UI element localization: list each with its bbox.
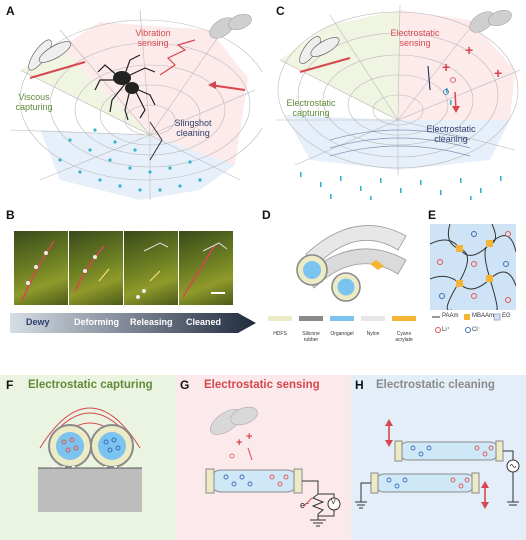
legend-mbaam: MBAAm: [472, 313, 495, 319]
panel-g-title: Electrostatic sensing: [204, 379, 320, 391]
panel-a-vibration-label: Vibration sensing: [135, 28, 171, 48]
fiber-crosssection-illustration: [296, 225, 407, 302]
svg-text:+: +: [442, 59, 450, 75]
hydrogel-network-illustration: [430, 224, 516, 310]
panel-e-letter: E: [428, 208, 437, 222]
photo-cleaned: [179, 231, 233, 305]
panel-c-capturing-label: Electrostatic capturing: [286, 98, 336, 118]
panel-f-letter: F: [6, 378, 14, 392]
legend-swatch-cyano: [392, 316, 416, 321]
panel-a-slingshot-label: Slingshot cleaning: [174, 118, 212, 138]
panel-h-letter: H: [355, 378, 364, 392]
stage-releasing: Releasing: [130, 317, 173, 327]
legend-eg: EG: [502, 313, 511, 319]
panel-c-cleaning-label: Electrostatic cleaning: [426, 124, 476, 144]
photo-releasing: [124, 231, 178, 305]
legend-label-silicone: Silicone rubber: [302, 331, 320, 343]
legend-swatch-silicone: [299, 316, 323, 321]
panel-g-background: [176, 375, 351, 540]
panel-g-letter: G: [180, 378, 190, 392]
panel-c-web-illustration: + + +: [275, 4, 521, 200]
legend-label-hdfs: HDFS: [273, 331, 287, 337]
svg-text:+: +: [236, 437, 242, 449]
panel-h-cleaning-illustration: [355, 419, 520, 509]
legend-cl: Cl⁻: [472, 327, 481, 333]
stage-arrow: [10, 313, 256, 333]
legend-label-organogel: Organogel: [330, 331, 354, 337]
panel-h-title: Electrostatic cleaning: [376, 379, 495, 391]
legend-label-cyano: Cyano acrylate: [395, 331, 413, 343]
panel-g-electron-label: e⁻: [300, 500, 310, 510]
panel-e-legend-markers: [432, 313, 501, 333]
svg-text:+: +: [465, 42, 473, 58]
panel-c-letter: C: [276, 4, 285, 18]
panel-f-title: Electrostatic capturing: [28, 379, 153, 391]
panel-f-capturing-illustration: [38, 407, 142, 512]
legend-swatch-nylon: [361, 316, 385, 321]
panel-a-viscous-label: Viscous capturing: [15, 92, 53, 112]
svg-text:+: +: [246, 431, 252, 443]
photo-dewy: [14, 231, 68, 305]
legend-swatch-hdfs: [268, 316, 292, 321]
stage-dewy: Dewy: [26, 317, 50, 327]
legend-li: Li⁺: [442, 327, 450, 333]
legend-swatch-organogel: [330, 316, 354, 321]
legend-paam: PAAm: [442, 313, 459, 319]
stage-deforming: Deforming: [74, 317, 119, 327]
panel-g-voltmeter-label: V: [331, 499, 336, 506]
stage-cleaned: Cleaned: [186, 317, 222, 327]
panel-b-letter: B: [6, 208, 15, 222]
legend-label-nylon: Nylon: [366, 331, 380, 337]
panel-c-sensing-label: Electrostatic sensing: [390, 28, 440, 48]
panel-d-letter: D: [262, 208, 271, 222]
panel-a-letter: A: [6, 4, 15, 18]
svg-text:+: +: [494, 65, 502, 81]
panel-a-web-illustration: [9, 9, 262, 200]
panel-g-sensing-illustration: ++: [205, 406, 341, 527]
photo-deforming: [69, 231, 123, 305]
